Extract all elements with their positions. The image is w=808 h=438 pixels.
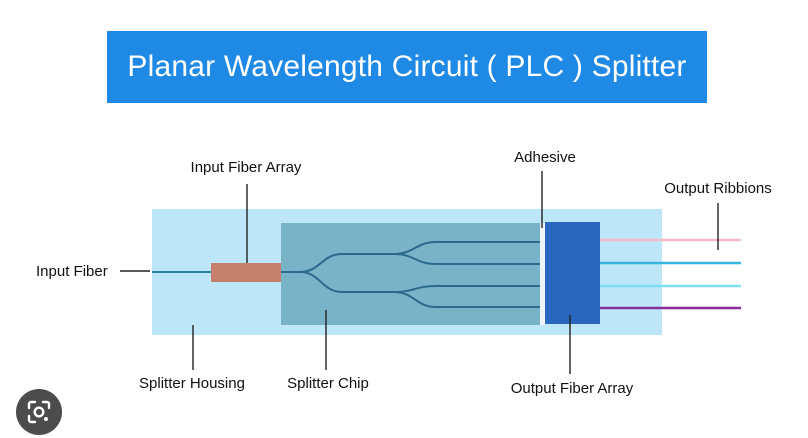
label-splitter-chip: Splitter Chip bbox=[287, 375, 369, 392]
output-fiber-array bbox=[545, 222, 600, 324]
google-lens-button[interactable] bbox=[16, 389, 62, 435]
label-output-ribbions: Output Ribbions bbox=[664, 180, 772, 197]
adhesive-layer bbox=[540, 223, 545, 325]
label-splitter-housing: Splitter Housing bbox=[139, 375, 245, 392]
diagram-title: Planar Wavelength Circuit ( PLC ) Splitt… bbox=[127, 50, 687, 83]
google-lens-icon bbox=[27, 400, 51, 424]
input-fiber-array bbox=[211, 263, 281, 282]
label-input-fiber: Input Fiber bbox=[36, 263, 108, 280]
label-adhesive: Adhesive bbox=[514, 149, 576, 166]
splitter-chip bbox=[281, 223, 540, 325]
label-output-fiber-array: Output Fiber Array bbox=[511, 380, 634, 397]
title-banner: Planar Wavelength Circuit ( PLC ) Splitt… bbox=[107, 31, 707, 103]
chip-waveguides bbox=[281, 241, 540, 308]
label-input-fiber-array: Input Fiber Array bbox=[191, 159, 302, 176]
leader-lines bbox=[120, 171, 719, 374]
